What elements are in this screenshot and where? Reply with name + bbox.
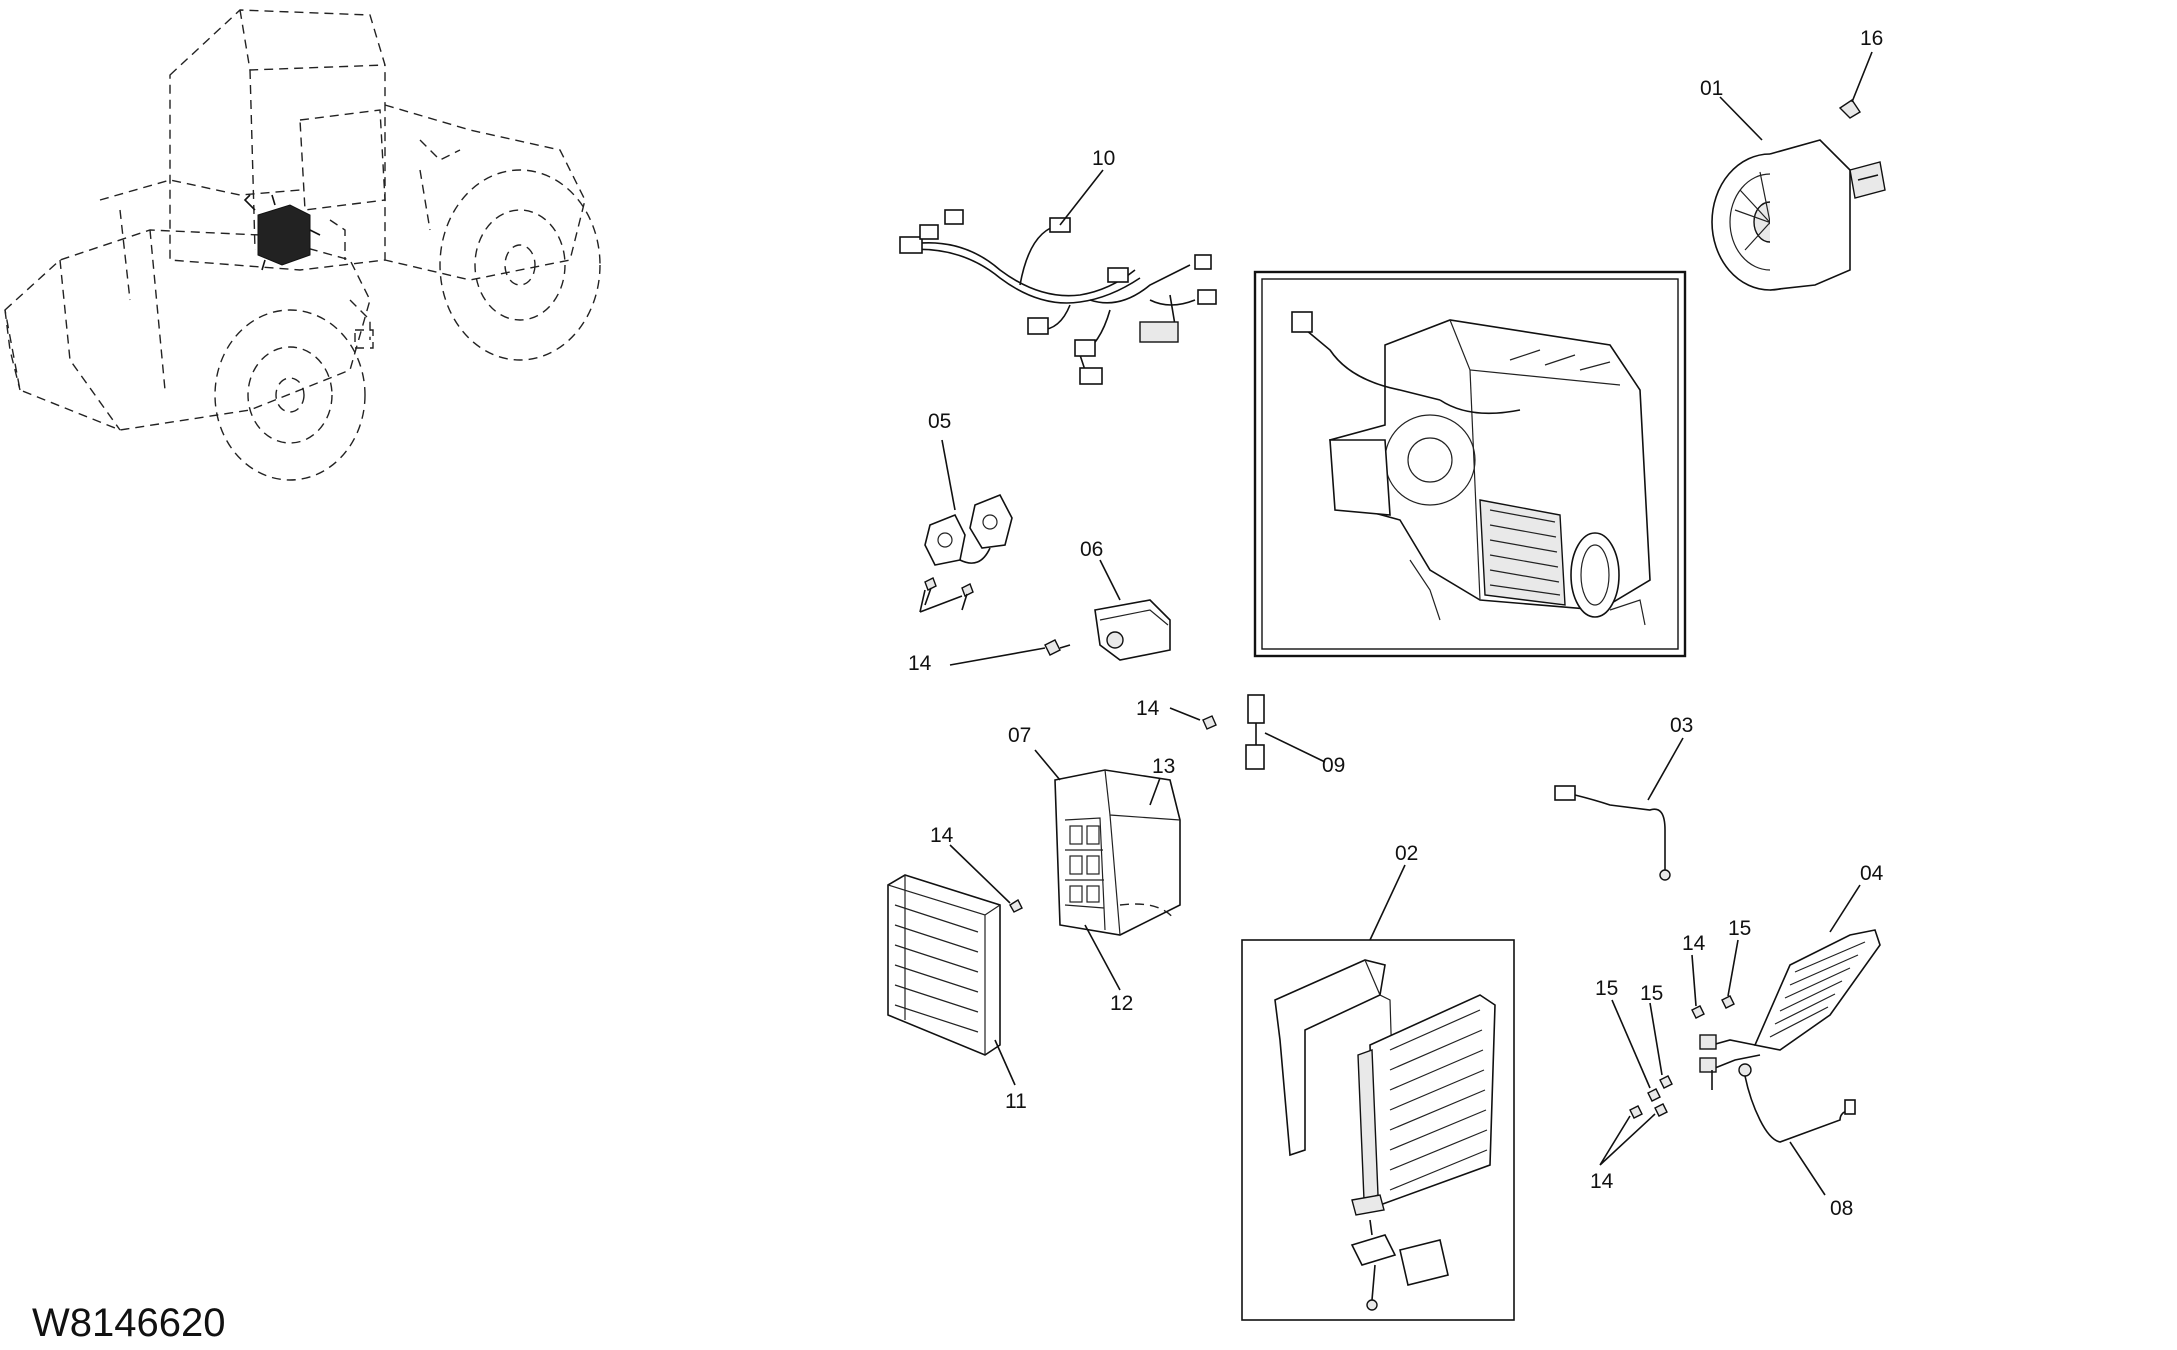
callout-03: 03 <box>1670 714 1693 737</box>
sensor-cable-08-icon <box>1738 1063 1856 1143</box>
hvac-location-marker <box>243 194 321 271</box>
callout-04: 04 <box>1860 862 1884 885</box>
fastener-icon <box>1629 995 1735 1119</box>
callout-10: 10 <box>1092 147 1115 170</box>
wire-harness-icon <box>899 209 1217 385</box>
callout-labels: 01 16 10 05 06 14 14 09 07 13 14 12 11 0… <box>908 27 1884 1220</box>
drawing-code: W8146620 <box>32 1301 225 1345</box>
resistor-06-icon <box>1094 599 1171 661</box>
callout-14b: 14 <box>1136 697 1160 720</box>
callout-13: 13 <box>1152 755 1175 778</box>
leader-lines <box>919 51 1873 1196</box>
blower-motor-icon <box>1711 139 1886 291</box>
callout-14a: 14 <box>908 652 932 675</box>
callout-14d: 14 <box>1682 932 1706 955</box>
wheel-loader-outline-icon <box>4 9 601 481</box>
air-filter-11-icon <box>887 874 1001 1056</box>
callout-07: 07 <box>1008 724 1031 747</box>
sensor-cable-03-icon <box>1554 785 1671 881</box>
sensor-09-icon <box>1202 694 1265 770</box>
actuator-05-icon <box>924 493 1013 566</box>
callout-11: 11 <box>1005 1090 1027 1113</box>
callout-12: 12 <box>1110 992 1133 1015</box>
filter-case-07-icon <box>1009 769 1181 936</box>
heater-core-04-icon <box>1699 929 1881 1090</box>
evaporator-02-icon <box>1241 939 1515 1321</box>
callout-08: 08 <box>1830 1197 1853 1220</box>
callout-15a: 15 <box>1728 917 1751 940</box>
screw-icon <box>924 577 1071 656</box>
callout-16: 16 <box>1860 27 1883 50</box>
callout-01: 01 <box>1700 77 1723 100</box>
callout-05: 05 <box>928 410 951 433</box>
callout-02: 02 <box>1395 842 1418 865</box>
callout-09: 09 <box>1322 754 1345 777</box>
callout-14c: 14 <box>930 824 954 847</box>
callout-15c: 15 <box>1640 982 1663 1005</box>
hvac-unit-icon <box>1253 270 1687 658</box>
callout-15b: 15 <box>1595 977 1618 1000</box>
callout-06: 06 <box>1080 538 1103 561</box>
clip-16-icon <box>1838 99 1861 119</box>
callout-14e: 14 <box>1590 1170 1614 1193</box>
